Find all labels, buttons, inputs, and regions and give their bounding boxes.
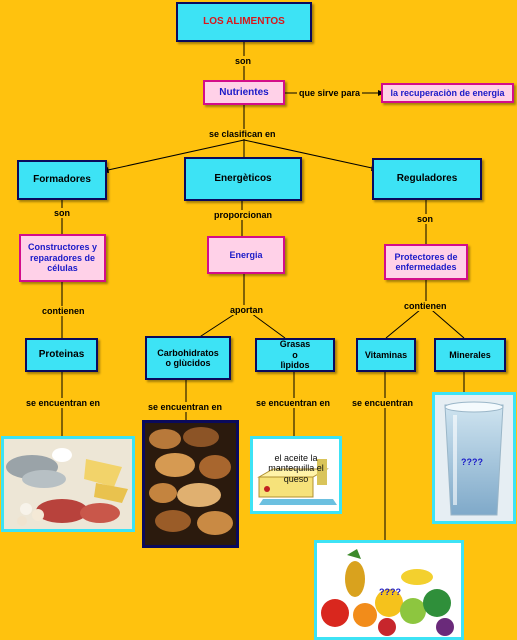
nutrientes-node[interactable]: Nutrientes <box>203 80 285 105</box>
link-clasifican: se clasifican en <box>207 129 278 139</box>
link-proporcionan: proporcionan <box>212 210 274 220</box>
carbohidratos-node[interactable]: Carbohidratos o glùcidos <box>145 336 231 380</box>
energeticos-node[interactable]: Energèticos <box>184 157 302 201</box>
link-encuentran-2: se encuentran en <box>146 402 225 412</box>
grasas-node[interactable]: Grasas o lìpidos <box>255 338 335 372</box>
link-son-left: son <box>52 208 73 218</box>
link-encuentran-3: se encuentran en <box>254 398 333 408</box>
grasas-image: el aceite la mantequilla el queso <box>250 436 342 514</box>
protein-food-image <box>1 436 135 532</box>
link-son-right: son <box>415 214 436 224</box>
recuperacion-node[interactable]: la recuperaciòn de energia <box>381 83 514 103</box>
link-encuentran-1: se encuentran en <box>24 398 103 408</box>
constructores-node[interactable]: Constructores y reparadores de células <box>19 234 106 282</box>
vitaminas-node[interactable]: Vitaminas <box>356 338 416 372</box>
link-encuentran-4: se encuentran <box>350 398 416 408</box>
minerales-node[interactable]: Minerales <box>434 338 506 372</box>
bread-image <box>142 420 239 548</box>
reguladores-node[interactable]: Reguladores <box>372 158 482 200</box>
link-contienen-right: contienen <box>402 301 449 311</box>
link-contienen-left: contienen <box>40 306 87 316</box>
protectores-node[interactable]: Protectores de enfermedades <box>384 244 468 280</box>
link-son-top: son <box>233 56 254 66</box>
energia-node[interactable]: Energia <box>207 236 285 274</box>
title-node[interactable]: LOS ALIMENTOS <box>176 2 312 42</box>
formadores-node[interactable]: Formadores <box>17 160 107 200</box>
fruit-caption: ???? <box>379 587 401 597</box>
fruits-image: ???? <box>314 540 464 640</box>
link-aportan: aportan <box>228 305 266 315</box>
grasas-image-text: el aceite la mantequilla el queso <box>268 453 324 484</box>
proteinas-node[interactable]: Proteinas <box>25 338 98 372</box>
link-sirve-para: que sirve para <box>297 88 363 98</box>
water-caption: ???? <box>461 457 483 467</box>
water-glass-image: ???? <box>432 392 516 524</box>
